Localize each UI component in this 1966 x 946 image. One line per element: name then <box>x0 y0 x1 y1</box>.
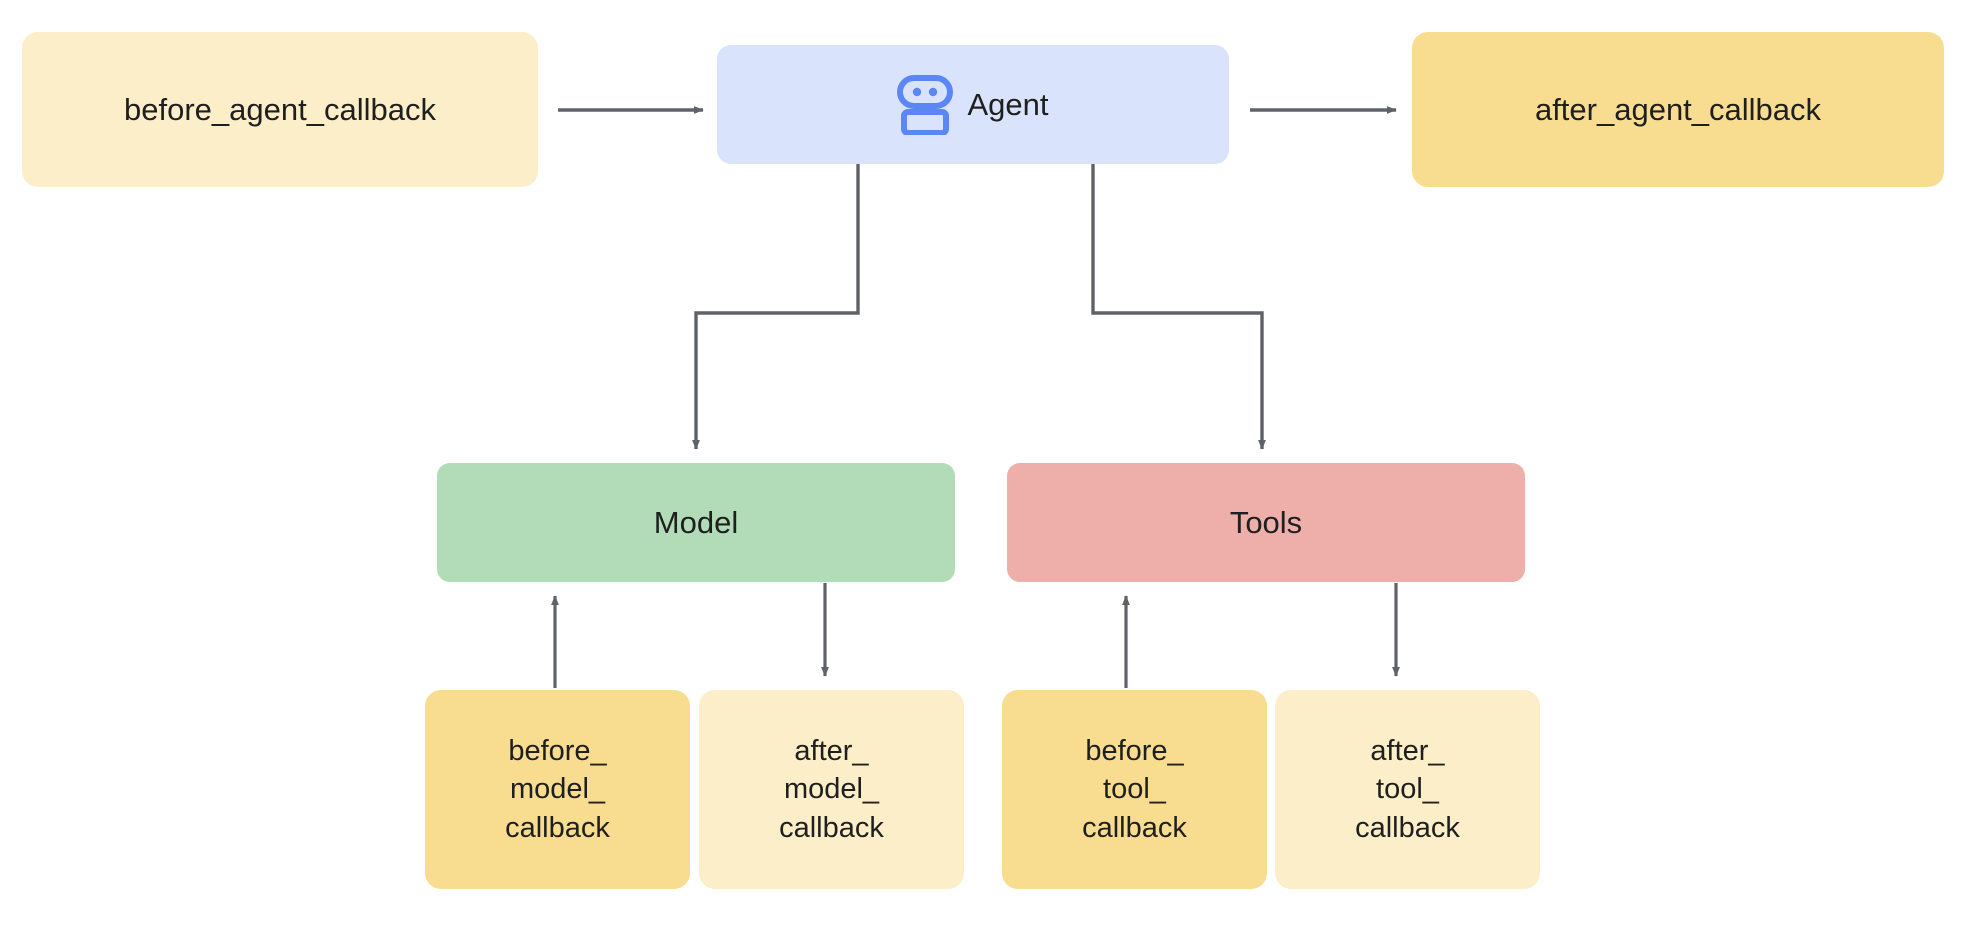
node-before-agent-callback[interactable]: before_agent_callback <box>22 32 538 187</box>
node-label: before_ tool_ callback <box>1082 734 1187 844</box>
node-label: Model <box>653 504 739 540</box>
node-tools[interactable]: Tools <box>1007 463 1525 582</box>
node-label: Agent <box>967 86 1049 122</box>
node-label: Tools <box>1229 504 1303 540</box>
node-agent[interactable]: Agent <box>717 45 1229 164</box>
node-label: after_ model_ callback <box>779 734 884 844</box>
node-model[interactable]: Model <box>437 463 955 582</box>
edge-agent-to-model <box>692 164 860 450</box>
node-label: before_ model_ callback <box>505 734 610 844</box>
node-before-tool-callback[interactable]: before_ tool_ callback <box>1002 690 1267 889</box>
node-after-agent-callback[interactable]: after_agent_callback <box>1412 32 1944 187</box>
node-label: after_agent_callback <box>1534 91 1822 127</box>
node-label: before_agent_callback <box>124 91 436 127</box>
node-after-model-callback[interactable]: after_ model_ callback <box>699 690 964 889</box>
node-after-tool-callback[interactable]: after_ tool_ callback <box>1275 690 1540 889</box>
robot-icon <box>897 74 954 136</box>
node-label: after_ tool_ callback <box>1355 734 1460 844</box>
edge-agent-to-tools <box>1091 164 1266 450</box>
node-before-model-callback[interactable]: before_ model_ callback <box>425 690 690 889</box>
